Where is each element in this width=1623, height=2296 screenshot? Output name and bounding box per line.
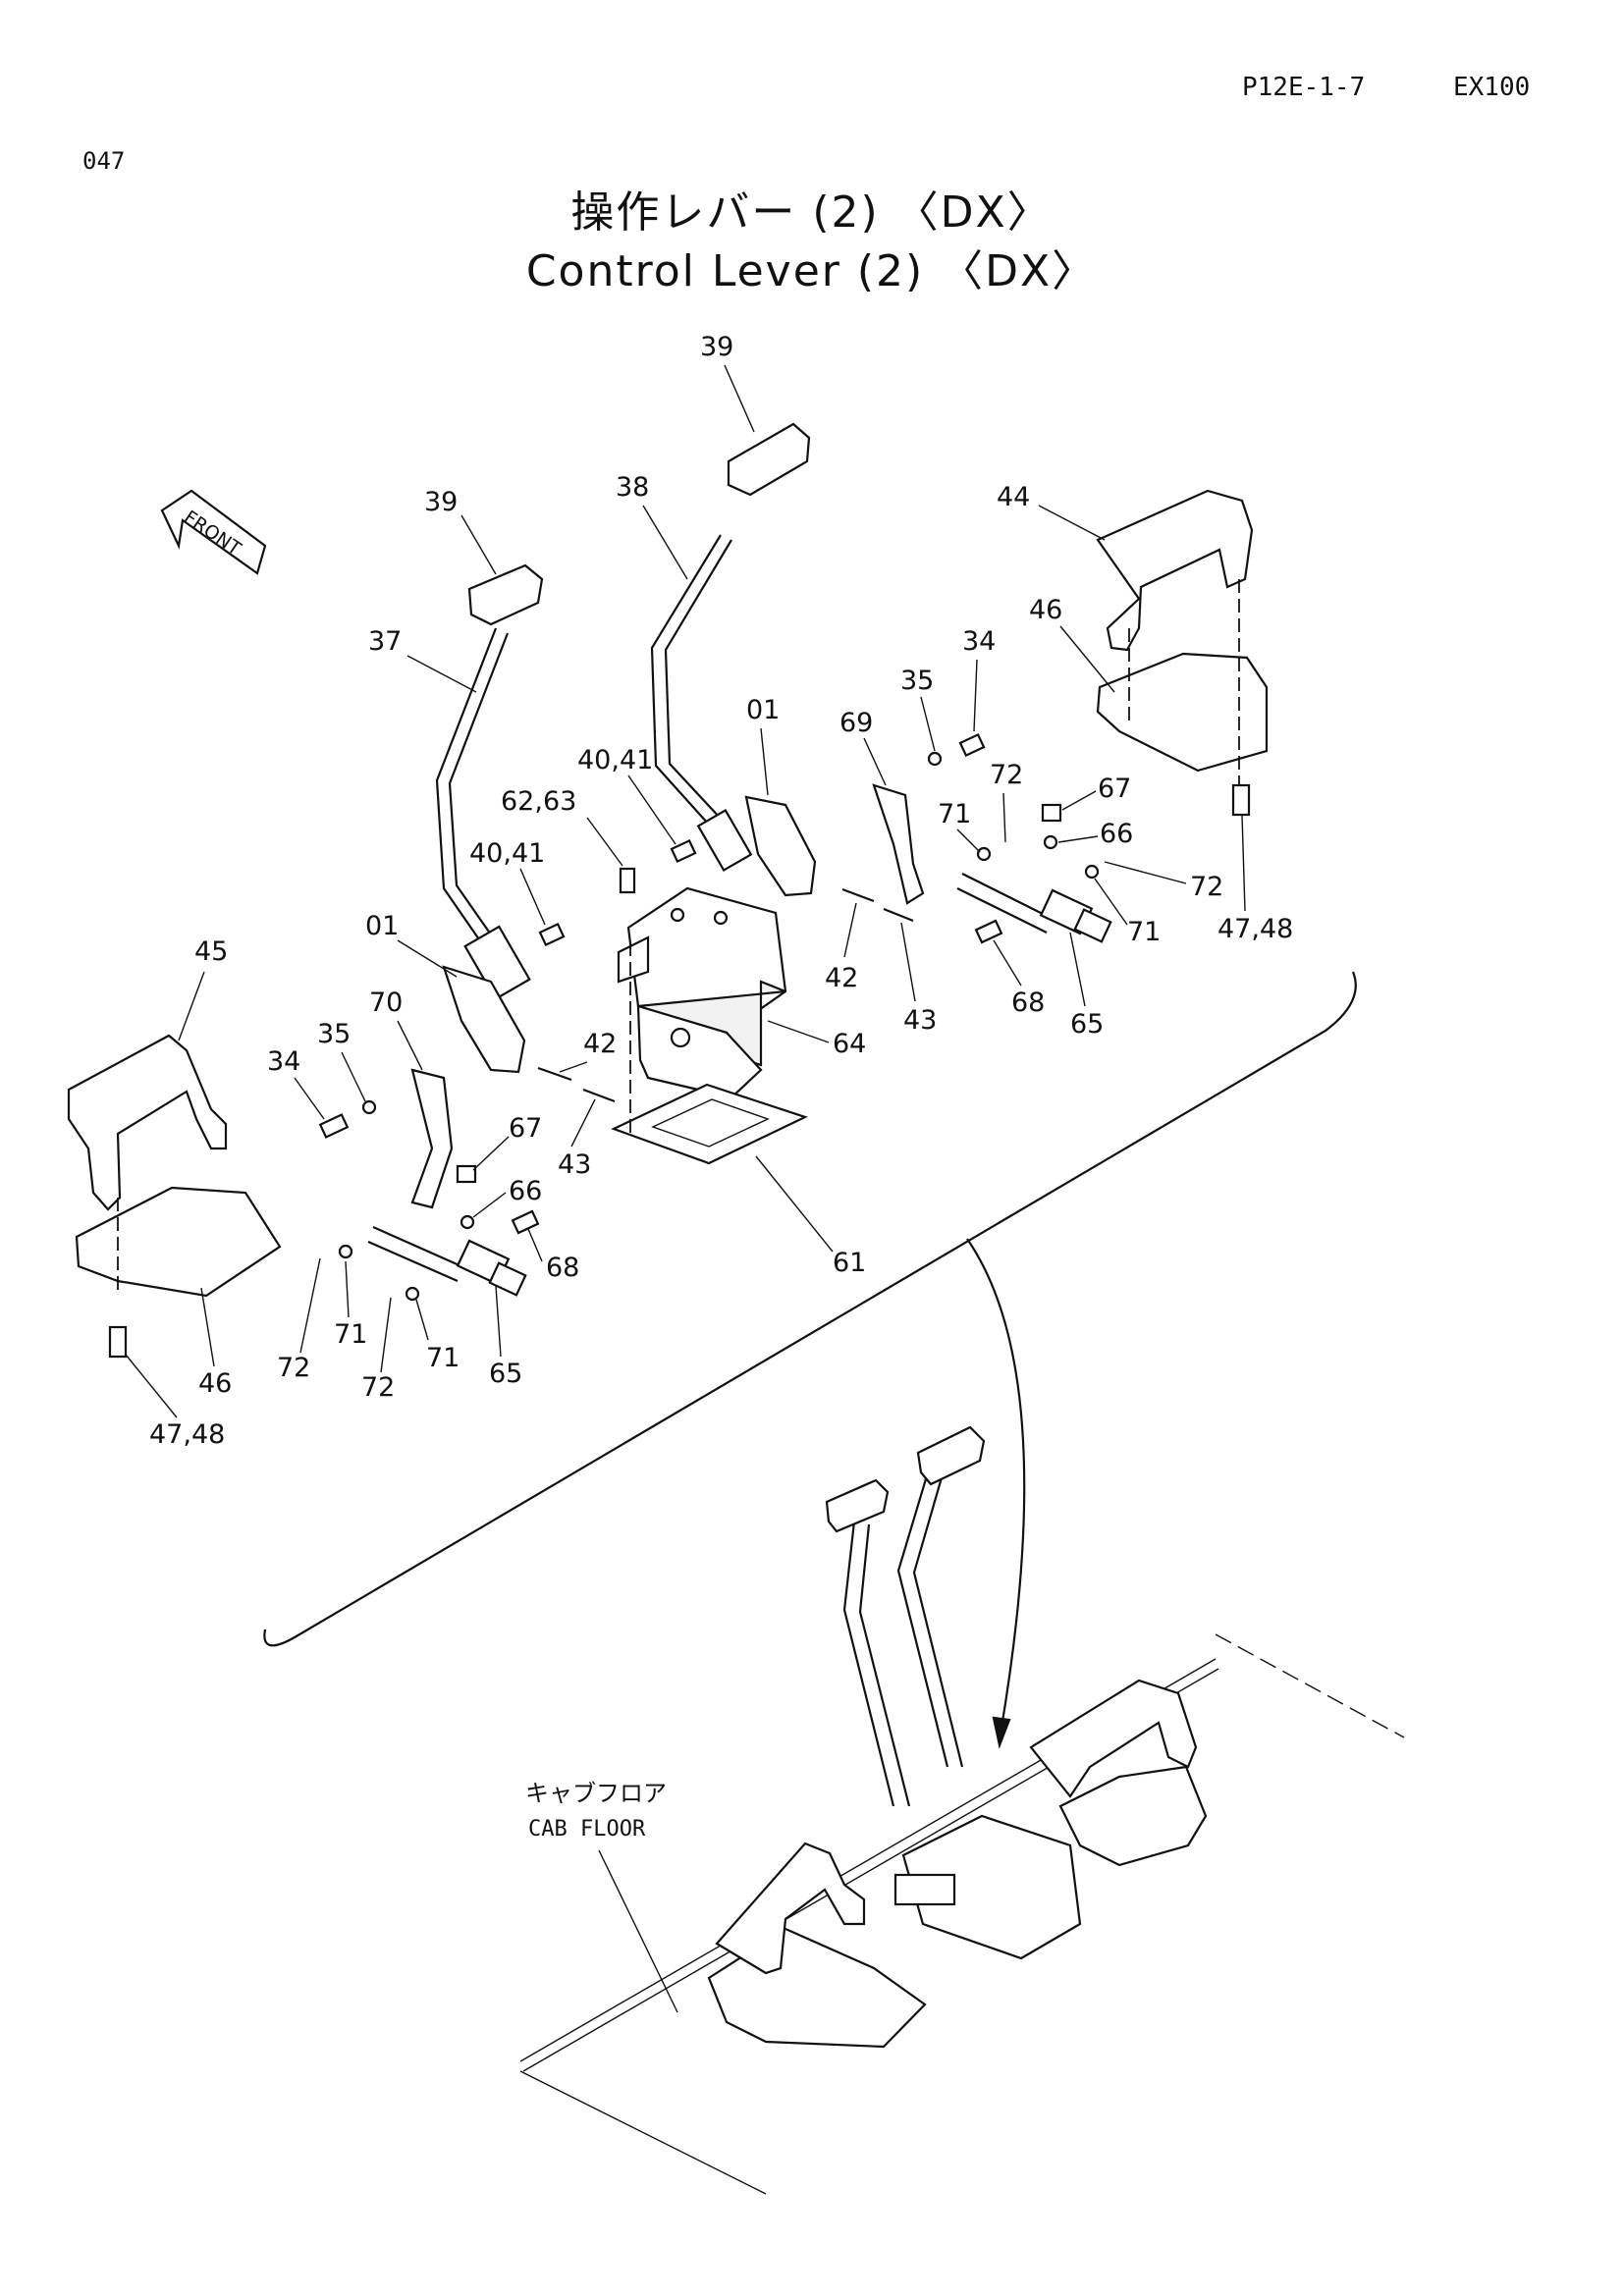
callout-72-right-mid: 72	[1190, 872, 1223, 902]
callout-65-right: 65	[1070, 1009, 1104, 1040]
callout-01-right: 01	[746, 695, 780, 725]
page-number: 047	[82, 147, 126, 175]
callout-labels: 39 39 38 37 44 46 34 35 01 69 40,41 62,6…	[125, 332, 1293, 2013]
callout-72-left-b: 72	[361, 1372, 395, 1403]
washer-66-left	[460, 1214, 475, 1230]
grip-39-top	[727, 422, 811, 497]
pin-42-right	[841, 887, 875, 903]
washer-71-left-a	[338, 1244, 353, 1259]
bolt-68-left	[511, 1209, 540, 1235]
callout-71-left-a: 71	[334, 1319, 367, 1350]
callout-72-left-a: 72	[277, 1353, 310, 1383]
callout-72-right-top: 72	[990, 760, 1023, 790]
callout-69: 69	[839, 708, 873, 738]
callout-67-left: 67	[509, 1113, 542, 1144]
callout-45: 45	[194, 936, 228, 967]
callout-38: 38	[616, 472, 649, 503]
callout-61: 61	[833, 1248, 866, 1278]
bolt-40-41-upper	[670, 838, 697, 864]
pin-43-left	[582, 1088, 616, 1103]
lever-38	[650, 422, 811, 873]
callout-39-top: 39	[700, 332, 733, 362]
title-japanese: 操作レバー (2) 〈DX〉	[570, 187, 1053, 238]
callout-43-left: 43	[558, 1149, 591, 1180]
front-arrow-icon: FRONT	[160, 489, 267, 575]
washer-71-right	[1084, 864, 1100, 880]
armrest-45	[67, 1034, 228, 1211]
bolt-62-63	[619, 867, 636, 894]
bolts-group	[108, 732, 1251, 1359]
washer-35-right	[927, 751, 943, 767]
pilot-valve-64	[617, 886, 787, 1099]
cab-floor-japanese: キャブフロア	[525, 1780, 667, 1807]
callout-34-right: 34	[962, 626, 996, 657]
bolt-68-right	[974, 919, 1003, 944]
bolt-40-41-lower	[538, 922, 566, 947]
grip-39-left	[467, 563, 544, 626]
callout-42-left: 42	[583, 1029, 617, 1059]
bolt-47-48-left	[108, 1325, 128, 1359]
callout-42-right: 42	[825, 963, 858, 993]
connector-arrow	[966, 1238, 1026, 1729]
callout-70: 70	[369, 988, 403, 1018]
pin-42-left	[537, 1066, 572, 1082]
plate-61	[611, 1083, 808, 1165]
callout-44: 44	[997, 482, 1030, 512]
callout-46-right: 46	[1029, 595, 1062, 625]
callout-62-63: 62,63	[501, 786, 576, 817]
bolt-34-right	[958, 732, 986, 758]
washer-71-left-b	[405, 1286, 420, 1302]
callout-66-left: 66	[509, 1176, 542, 1206]
drawing-code: P12E-1-7	[1242, 73, 1366, 102]
cab-floor-english: CAB FLOOR	[528, 1817, 646, 1842]
callout-40-41-upper: 40,41	[577, 745, 653, 775]
callout-40-41-lower: 40,41	[469, 838, 545, 869]
rod-end-65-right	[956, 873, 1112, 943]
model-name: EX100	[1453, 73, 1531, 102]
callout-35-left: 35	[317, 1019, 351, 1049]
armrest-44	[1096, 489, 1254, 652]
washer-66-right	[1043, 834, 1058, 850]
callout-34-left: 34	[267, 1046, 300, 1077]
washer-35-left	[361, 1099, 377, 1115]
plate-46-left	[75, 1186, 282, 1298]
bracket-01-left	[442, 965, 526, 1074]
callout-01-left: 01	[365, 911, 399, 941]
callout-68-left: 68	[546, 1253, 579, 1283]
callout-67-right: 67	[1098, 774, 1131, 804]
title-english: Control Lever (2) 〈DX〉	[525, 246, 1098, 296]
nut-67-left	[456, 1164, 477, 1184]
inset-boundary-line	[263, 971, 1357, 1647]
callout-37: 37	[368, 626, 402, 657]
bracket-01-right	[744, 795, 817, 897]
bracket-69	[872, 783, 925, 905]
callout-71-right-top: 71	[938, 799, 971, 829]
plate-46-right	[1096, 652, 1269, 773]
callout-66-right: 66	[1100, 819, 1133, 849]
callout-43-right: 43	[903, 1005, 937, 1036]
callout-68-right: 68	[1011, 988, 1045, 1018]
callout-47-48-left: 47,48	[149, 1419, 225, 1450]
nut-67-right	[1041, 803, 1062, 823]
callout-64: 64	[833, 1029, 866, 1059]
bracket-70	[410, 1068, 454, 1209]
assembled-view	[519, 1425, 1405, 2195]
bolt-34-left	[318, 1113, 350, 1139]
callout-47-48-right: 47,48	[1217, 914, 1293, 944]
rod-end-65-left	[367, 1225, 527, 1297]
callout-46-left: 46	[198, 1368, 232, 1399]
pin-43-right	[883, 907, 914, 923]
callout-71-left-b: 71	[426, 1343, 460, 1373]
callout-65-left: 65	[489, 1359, 522, 1389]
callout-71-right: 71	[1127, 917, 1161, 947]
bolt-47-48-right	[1231, 783, 1251, 817]
lever-37	[435, 563, 544, 1001]
callout-39-left: 39	[424, 487, 458, 517]
washer-71-right-top	[976, 846, 992, 862]
callout-35-right: 35	[900, 666, 934, 696]
